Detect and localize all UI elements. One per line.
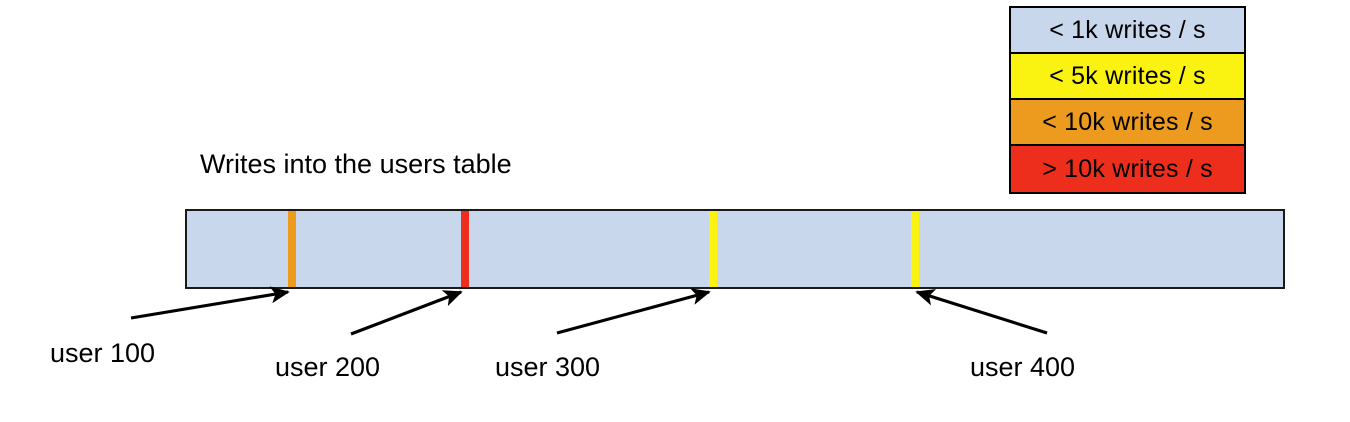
label-user-300: user 300 [495, 352, 601, 382]
legend-row-under-10k: < 10k writes / s [1011, 100, 1244, 146]
legend-label-over-10k: > 10k writes / s [1042, 154, 1213, 183]
legend-label-under-1k: < 1k writes / s [1049, 15, 1206, 44]
arrow-user-300 [556, 288, 711, 335]
boundary-stripe-user-300 [709, 211, 717, 287]
arrow-user-100 [130, 286, 290, 320]
legend-label-under-10k: < 10k writes / s [1042, 107, 1213, 136]
legend-label-under-5k: < 5k writes / s [1049, 61, 1206, 90]
arrow-user-200 [350, 290, 463, 336]
users-table-keyspace-bar [185, 209, 1285, 289]
boundary-stripe-user-400 [911, 211, 919, 287]
boundary-stripe-user-200 [461, 211, 469, 287]
page-title: Writes into the users table [200, 149, 512, 179]
label-user-200: user 200 [275, 352, 381, 382]
label-user-100: user 100 [50, 338, 156, 368]
legend-row-under-1k: < 1k writes / s [1011, 8, 1244, 54]
legend-row-over-10k: > 10k writes / s [1011, 146, 1244, 192]
arrow-user-400 [915, 289, 1048, 335]
boundary-stripe-user-100 [288, 211, 296, 287]
legend-row-under-5k: < 5k writes / s [1011, 54, 1244, 100]
write-rate-legend: < 1k writes / s < 5k writes / s < 10k wr… [1009, 6, 1246, 194]
label-user-400: user 400 [970, 352, 1076, 382]
